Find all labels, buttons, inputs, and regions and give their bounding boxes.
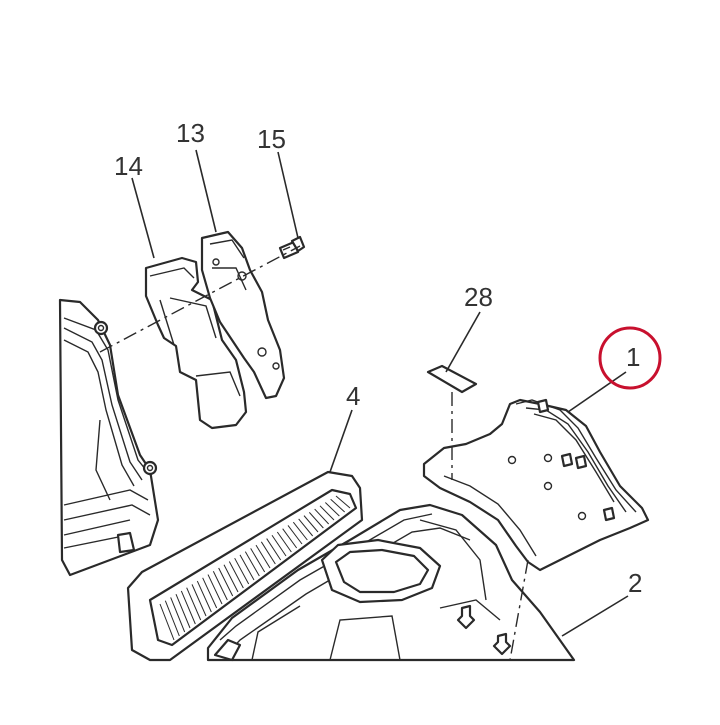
part-4-air-filter <box>126 470 364 662</box>
filter-pleat-line <box>308 512 324 529</box>
part-15-screw <box>278 235 306 260</box>
filter-pleat-line <box>260 541 276 565</box>
filter-pleat-line <box>218 567 234 597</box>
part-28-label <box>426 364 478 394</box>
filter-pleat-line <box>250 548 266 573</box>
filter-pleat-line <box>255 544 271 569</box>
filter-pleat-line <box>324 502 340 517</box>
filter-pleat-line <box>234 557 250 585</box>
filter-pleat-line <box>170 597 186 633</box>
filter-pleat-line <box>298 518 314 537</box>
assembly-axis-13-15 <box>99 245 301 353</box>
filter-pleats <box>159 495 351 641</box>
leader-28 <box>445 311 481 373</box>
filter-pleat-line <box>207 574 223 605</box>
filter-pleat-line <box>223 564 239 593</box>
filter-pleat-line <box>314 508 330 525</box>
filter-pleat-line <box>335 495 351 509</box>
callout-1: 1 <box>626 342 640 372</box>
air-box-housing-left <box>58 298 160 577</box>
leader-1 <box>567 371 627 413</box>
leader-2 <box>561 595 629 637</box>
leader-13 <box>195 149 217 233</box>
screw-right <box>492 632 512 656</box>
filter-pleat-line <box>292 521 308 541</box>
leader-15 <box>277 151 299 239</box>
filter-pleat-line <box>175 593 191 629</box>
filter-pleat-line <box>330 498 346 513</box>
filter-pleat-line <box>266 538 282 561</box>
filter-pleat-line <box>319 505 335 521</box>
callout-15: 15 <box>257 124 286 154</box>
filter-pleat-line <box>186 587 202 621</box>
filter-pleat-line <box>271 534 287 557</box>
assembly-axis-screws <box>509 559 529 661</box>
callout-28: 28 <box>464 282 493 312</box>
filter-pleat-line <box>244 551 260 577</box>
filter-pleat-line <box>202 577 218 609</box>
callout-13: 13 <box>176 118 205 148</box>
filter-pleat-line <box>164 600 180 637</box>
part-1-air-duct <box>422 398 650 572</box>
callout-2: 2 <box>628 568 642 598</box>
filter-pleat-line <box>303 515 319 533</box>
leader-14 <box>131 177 155 259</box>
filter-pleat-line <box>282 528 298 549</box>
filter-pleat-line <box>239 554 255 581</box>
filter-pleat-line <box>228 561 244 589</box>
filter-pleat-line <box>212 571 228 601</box>
filter-pleat-line <box>287 525 303 545</box>
filter-pleat-line <box>180 590 196 625</box>
callout-14: 14 <box>114 151 143 181</box>
leader-4 <box>329 409 353 473</box>
filter-pleat-line <box>191 584 207 617</box>
filter-pleat-line <box>196 580 212 613</box>
highlight-circle <box>598 326 662 390</box>
filter-pleat-line <box>276 531 292 553</box>
filter-pleat-line <box>159 603 175 641</box>
air-box-body <box>206 503 576 662</box>
part-13-bracket <box>200 230 286 400</box>
callout-4: 4 <box>346 381 360 411</box>
part-14-block <box>144 256 248 430</box>
screw-left <box>456 604 476 630</box>
